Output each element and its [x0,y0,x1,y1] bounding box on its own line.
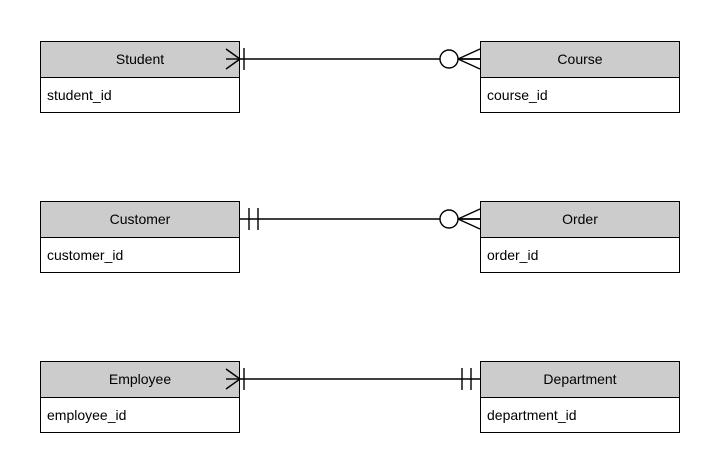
relationship-connector [240,208,481,230]
relationship-connector [225,368,480,390]
entity-box-customer[interactable]: Customer customer_id [40,201,240,273]
attribute-row: employee_id [47,407,127,423]
cardinality-exactly-one-right [461,368,472,390]
entity-attributes: student_id [41,78,239,112]
entity-name: Employee [41,362,239,398]
attribute-row: customer_id [47,247,124,263]
entity-attributes: customer_id [41,238,239,272]
entity-box-course[interactable]: Course course_id [480,41,680,113]
entity-name: Student [41,42,239,78]
relationship-row: Employee employee_id Department [0,361,720,433]
cardinality-one-or-many-left [225,48,245,70]
attribute-row: student_id [47,87,112,103]
entity-box-employee[interactable]: Employee employee_id [40,361,240,433]
entity-attributes: order_id [481,238,679,272]
cardinality-one-or-many-left [225,368,245,390]
entity-name: Course [481,42,679,78]
entity-attributes: course_id [481,78,679,112]
entity-box-student[interactable]: Student student_id [40,41,240,113]
cardinality-zero-or-many-right [439,208,481,230]
attribute-row: order_id [487,247,539,263]
entity-name: Department [481,362,679,398]
relationship-connector [225,48,481,70]
entity-name: Order [481,202,679,238]
attribute-row: course_id [487,87,548,103]
entity-name: Customer [41,202,239,238]
cardinality-exactly-one-left [248,208,259,230]
entity-box-order[interactable]: Order order_id [480,201,680,273]
attribute-row: department_id [487,407,577,423]
relationship-row: Customer customer_id Order order [0,201,720,273]
entity-attributes: department_id [481,398,679,432]
cardinality-zero-or-many-right [439,48,481,70]
entity-attributes: employee_id [41,398,239,432]
entity-box-department[interactable]: Department department_id [480,361,680,433]
relationship-row: Student student_id Cou [0,41,720,113]
